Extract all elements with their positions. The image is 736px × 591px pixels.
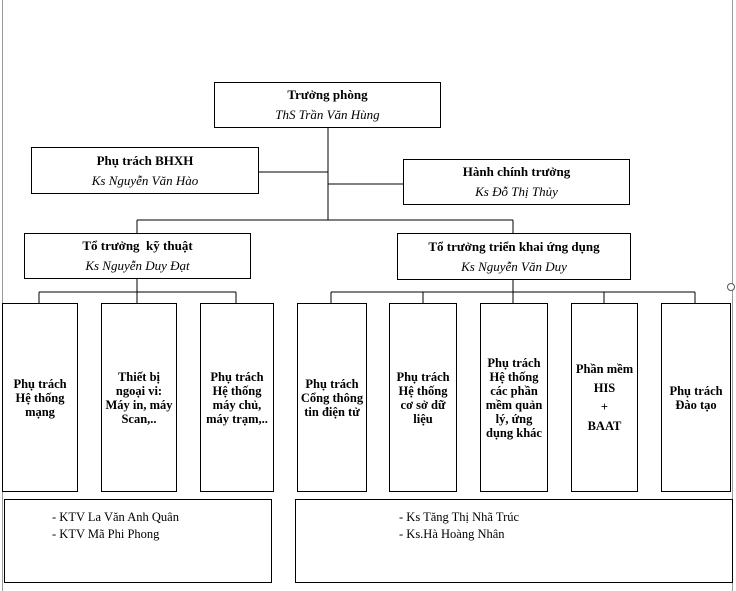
unit-training: Phụ trách Đào tạo [661,303,731,492]
unit-portal-label: Phụ trách Cổng thông tin điện tử [300,376,364,419]
admin-title: Hành chính trưởng [462,164,571,179]
admin-box: Hành chính trưởng Ks Đỗ Thị Thủy [403,159,630,205]
bhxh-name: Ks Nguyễn Văn Hào [91,172,199,188]
tech-staff-item: - KTV La Văn Anh Quân [52,510,179,524]
unit-software: Phụ trách Hệ thống các phần mềm quản lý,… [480,303,548,492]
unit-his-baat: Phần mềm HIS + BAAT [571,303,638,492]
unit-portal: Phụ trách Cổng thông tin điện tử [297,303,367,492]
head-name: ThS Trần Văn Hùng [275,107,380,122]
deploy-staff-item: - Ks Tăng Thị Nhã Trúc [399,510,520,524]
unit-database: Phụ trách Hệ thống cơ sở dữ liệu [389,303,457,492]
unit-network: Phụ trách Hệ thống mạng [2,303,78,492]
unit-network-label: Phụ trách Hệ thống mạng [13,376,67,419]
bhxh-box: Phụ trách BHXH Ks Nguyễn Văn Hào [31,147,259,194]
tech-staff-item: - KTV Mã Phi Phong [52,527,160,541]
unit-servers-label: Phụ trách Hệ thống máy chủ, máy trạm,.. [206,369,268,426]
tech-staff-box: - KTV La Văn Anh Quân - KTV Mã Phi Phong [4,499,272,583]
unit-database-label: Phụ trách Hệ thống cơ sở dữ liệu [396,369,450,426]
tech-lead-title: Tổ trưởng kỹ thuật [82,238,193,253]
page-right-edge [732,0,733,591]
admin-name: Ks Đỗ Thị Thủy [475,184,558,199]
unit-software-label: Phụ trách Hệ thống các phần mềm quản lý,… [485,355,543,440]
deploy-lead-title: Tổ trưởng triển khai ứng dụng [428,238,600,254]
unit-peripherals: Thiết bị ngoại vi: Máy in, máy Scan,.. [101,303,177,492]
resize-handle-right[interactable] [727,283,735,291]
head-title: Trưởng phòng [287,87,368,102]
bhxh-title: Phụ trách BHXH [96,152,194,168]
unit-peripherals-label: Thiết bị ngoại vi: Máy in, máy Scan,.. [105,369,173,426]
page-left-edge [2,0,3,591]
deploy-staff-box: - Ks Tăng Thị Nhã Trúc - Ks.Hà Hoàng Nhâ… [295,499,733,583]
tech-lead-box: Tổ trưởng kỹ thuật Ks Nguyễn Duy Đạt [24,233,251,279]
tech-lead-name: Ks Nguyễn Duy Đạt [85,258,190,273]
deploy-lead-name: Ks Nguyễn Văn Duy [461,258,567,274]
unit-training-label: Phụ trách Đào tạo [669,383,723,412]
unit-servers: Phụ trách Hệ thống máy chủ, máy trạm,.. [200,303,274,492]
head-box: Trưởng phòng ThS Trần Văn Hùng [214,82,441,128]
deploy-staff-item: - Ks.Hà Hoàng Nhân [399,527,505,541]
deploy-lead-box: Tổ trưởng triển khai ứng dụng Ks Nguyễn … [397,233,631,280]
unit-his-baat-label: Phần mềm HIS + BAAT [575,361,634,433]
